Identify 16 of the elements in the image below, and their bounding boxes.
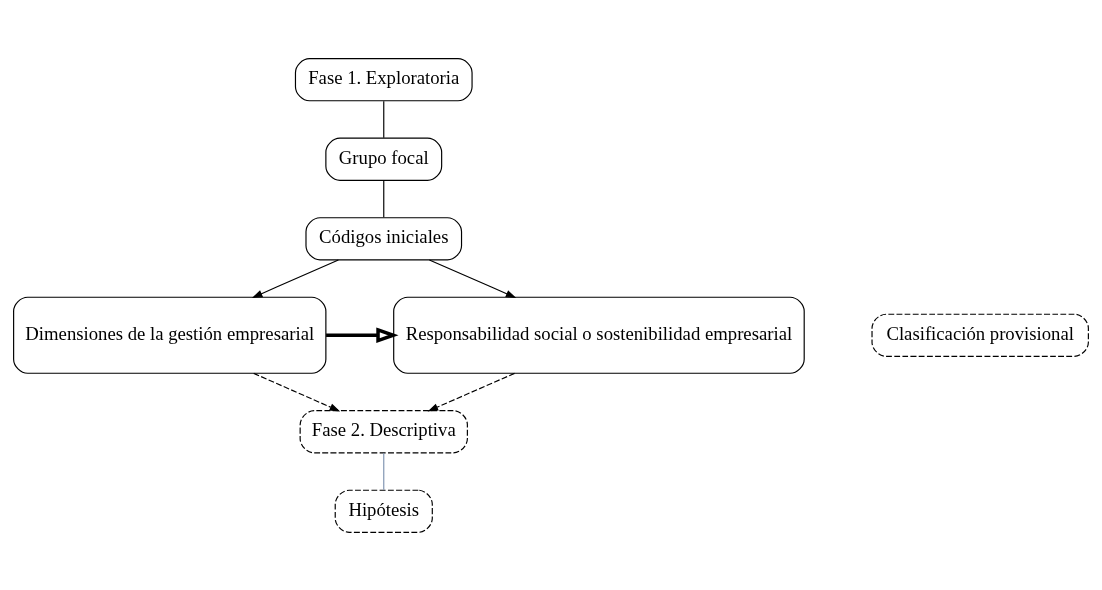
connector [383,179,385,218]
node-box: Fase 2. Descriptiva [299,409,468,453]
node-box: Dimensiones de la gestión empresarial [13,296,327,374]
node-box: Grupo focal [325,137,443,181]
connector [383,452,385,490]
node-box: Hipótesis [334,489,433,533]
node-box: Clasificación provisional [871,313,1089,357]
arrow [428,258,517,298]
arrow [427,372,516,411]
node-box: Fase 1. Exploratoria [294,57,473,101]
node-box: Códigos iniciales [305,216,463,260]
arrow [251,258,339,298]
node-box: Responsabilidad social o sostenibilidad empresarial [393,296,805,374]
arrow [326,326,399,343]
connector [383,100,385,138]
arrow [253,372,341,411]
